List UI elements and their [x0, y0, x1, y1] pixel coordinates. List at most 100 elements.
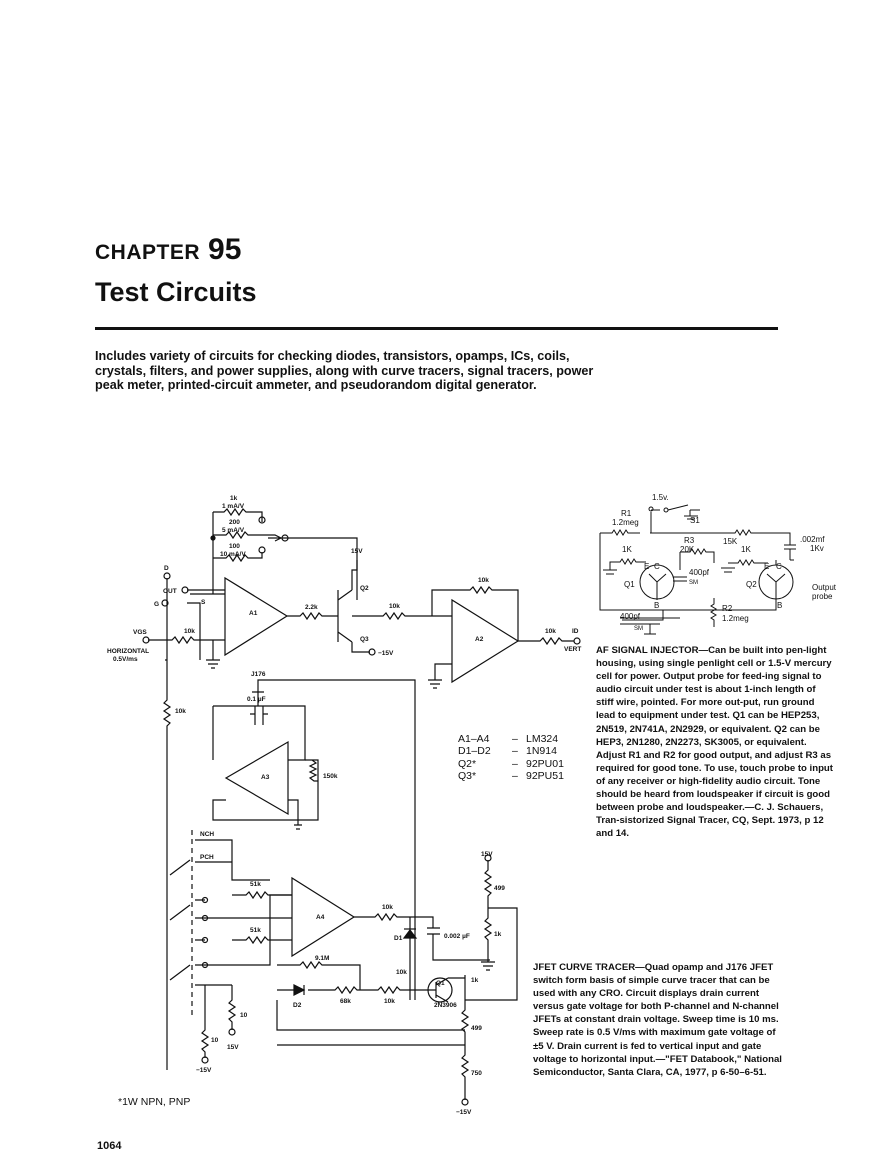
jfet-caption-body: Quad opamp and J176 JFET switch form bas… [533, 962, 782, 1078]
af-supply-terminal [648, 506, 654, 512]
label-r150k: 150k [323, 773, 338, 780]
label-15v: 15V [351, 548, 363, 555]
c0002-cap [427, 927, 490, 961]
af-switch-contact [663, 507, 669, 513]
lower-bus-wires [276, 1000, 465, 1046]
vgs-terminal [142, 636, 150, 644]
label-r68k: 68k [340, 998, 351, 1005]
transistor-q1 [427, 977, 453, 1003]
range-switch-contact [258, 516, 266, 524]
switch-arms [169, 859, 191, 981]
af-injector-schematic: R1 1.2meg 1.5v. S1 R3 20K 15K 1K 1K .002… [599, 493, 837, 635]
jfet-tracer-caption: JFET CURVE TRACER—Quad opamp and J176 JF… [533, 961, 785, 1079]
af-r1k-left [603, 558, 646, 575]
af-label-c1: C [654, 562, 660, 571]
left-10k-resistor [162, 660, 172, 1070]
af-label-c002: .002mf [800, 535, 825, 544]
af-r1-wires [599, 529, 722, 611]
part-ref: Q2* [458, 757, 477, 770]
label-r1k-pot: 1k [494, 931, 502, 938]
part-dash: – [512, 745, 518, 758]
range-switch-contact [281, 534, 289, 542]
label-a4: A4 [316, 914, 325, 921]
range-switch-contact [258, 546, 266, 554]
af-label-r1k-a: 1K [622, 545, 632, 554]
switch-contact [201, 936, 209, 944]
r2k2-wire [287, 611, 338, 621]
label-a3: A3 [261, 774, 270, 781]
af-label-r2-val: 1.2meg [722, 614, 749, 623]
chapter-heading: CHAPTER 95 [95, 233, 241, 267]
label-c0002: 0.002 µF [444, 933, 470, 940]
parts-row: Q3* –92PU51 [458, 770, 564, 782]
label-d: D [164, 565, 169, 572]
chapter-number: 95 [208, 233, 242, 266]
label-r1k: 1k [230, 495, 238, 502]
label-minus15v-left: −15V [196, 1067, 212, 1074]
part-name: 92PU51 [526, 770, 564, 783]
terminal-15v [484, 854, 492, 862]
af-label-v15: 1.5v. [652, 493, 669, 502]
label-q3: Q3 [360, 636, 369, 643]
af-label-c2: C [776, 562, 782, 571]
label-d1: D1 [394, 935, 403, 942]
label-minus15v-bottom: −15V [456, 1109, 472, 1116]
af-label-b2: B [777, 601, 782, 610]
dut-wires [165, 578, 225, 661]
jfet-curve-tracer-schematic: 1k 1 mA/V 200 5 mA/V 100 10 mA/V D OUT G… [107, 495, 581, 1116]
part-name: LM324 [526, 733, 559, 745]
opamp-a3 [224, 740, 289, 816]
label-minus15v: −15V [378, 650, 394, 657]
af-r2-400pf-bottom [620, 598, 717, 635]
a3-feedback [212, 759, 319, 830]
af-injector-caption: AF SIGNAL INJECTOR—Can be built into pen… [596, 644, 834, 840]
r499-r750-chain [460, 1000, 470, 1100]
label-vgs: VGS [133, 629, 147, 636]
label-r51k-a: 51k [250, 881, 261, 888]
label-pch: PCH [200, 854, 214, 861]
switch-contact [201, 914, 209, 922]
sweep-supplies [200, 985, 237, 1058]
part-dash: – [512, 733, 518, 745]
label-r10k-b2: 10k [384, 998, 395, 1005]
opamp-a4 [291, 876, 356, 958]
af-label-c002-v: 1Kv [810, 544, 824, 553]
af-label-output: Output [812, 583, 837, 592]
part-ref: D1–D2 [458, 745, 491, 758]
af-battery-switch [650, 504, 700, 533]
af-r3-400pf [673, 548, 715, 582]
af-label-e2: E [764, 562, 769, 571]
diode-d1 [402, 929, 418, 939]
id-output-wire [518, 636, 574, 646]
label-r10-a: 10 [211, 1037, 219, 1044]
parts-row: Q2*–92PU01 [458, 758, 564, 770]
terminal-out [181, 586, 189, 594]
af-label-q1: Q1 [624, 580, 635, 589]
af-label-r3-val: 20K [680, 545, 695, 554]
opamp-a1 [224, 576, 289, 657]
label-r10k-a4: 10k [382, 904, 393, 911]
junction-dot [210, 535, 216, 541]
terminal-15v-left [228, 1028, 236, 1036]
terminal-g [161, 599, 169, 607]
af-label-r2: R2 [722, 604, 733, 613]
terminal-vm15-bottom [461, 1098, 469, 1106]
part-dash: – [512, 770, 518, 783]
q2-q3-pair [337, 560, 370, 653]
terminal-vm15 [368, 648, 376, 656]
label-d2: D2 [293, 1002, 302, 1009]
label-r10k-out: 10k [545, 628, 556, 635]
af-label-b1: B [654, 601, 659, 610]
af-label-r15k: 15K [723, 537, 738, 546]
parts-list: A1–A4–LM324 D1–D2–1N914 Q2*–92PU01 Q3*–9… [458, 733, 564, 783]
label-r1k-e: 1k [471, 977, 479, 984]
transistor-footnote: *1W NPN, PNP [118, 1096, 191, 1108]
a2-ground [428, 663, 452, 689]
chapter-intro: Includes variety of circuits for checkin… [95, 349, 594, 393]
r51k-resistors [232, 890, 292, 945]
part-ref: Q3* [458, 770, 477, 783]
chapter-label: CHAPTER [95, 241, 201, 264]
a4-output [354, 912, 434, 1000]
label-r91m: 9.1M [315, 955, 329, 962]
af-label-q2: Q2 [746, 580, 757, 589]
